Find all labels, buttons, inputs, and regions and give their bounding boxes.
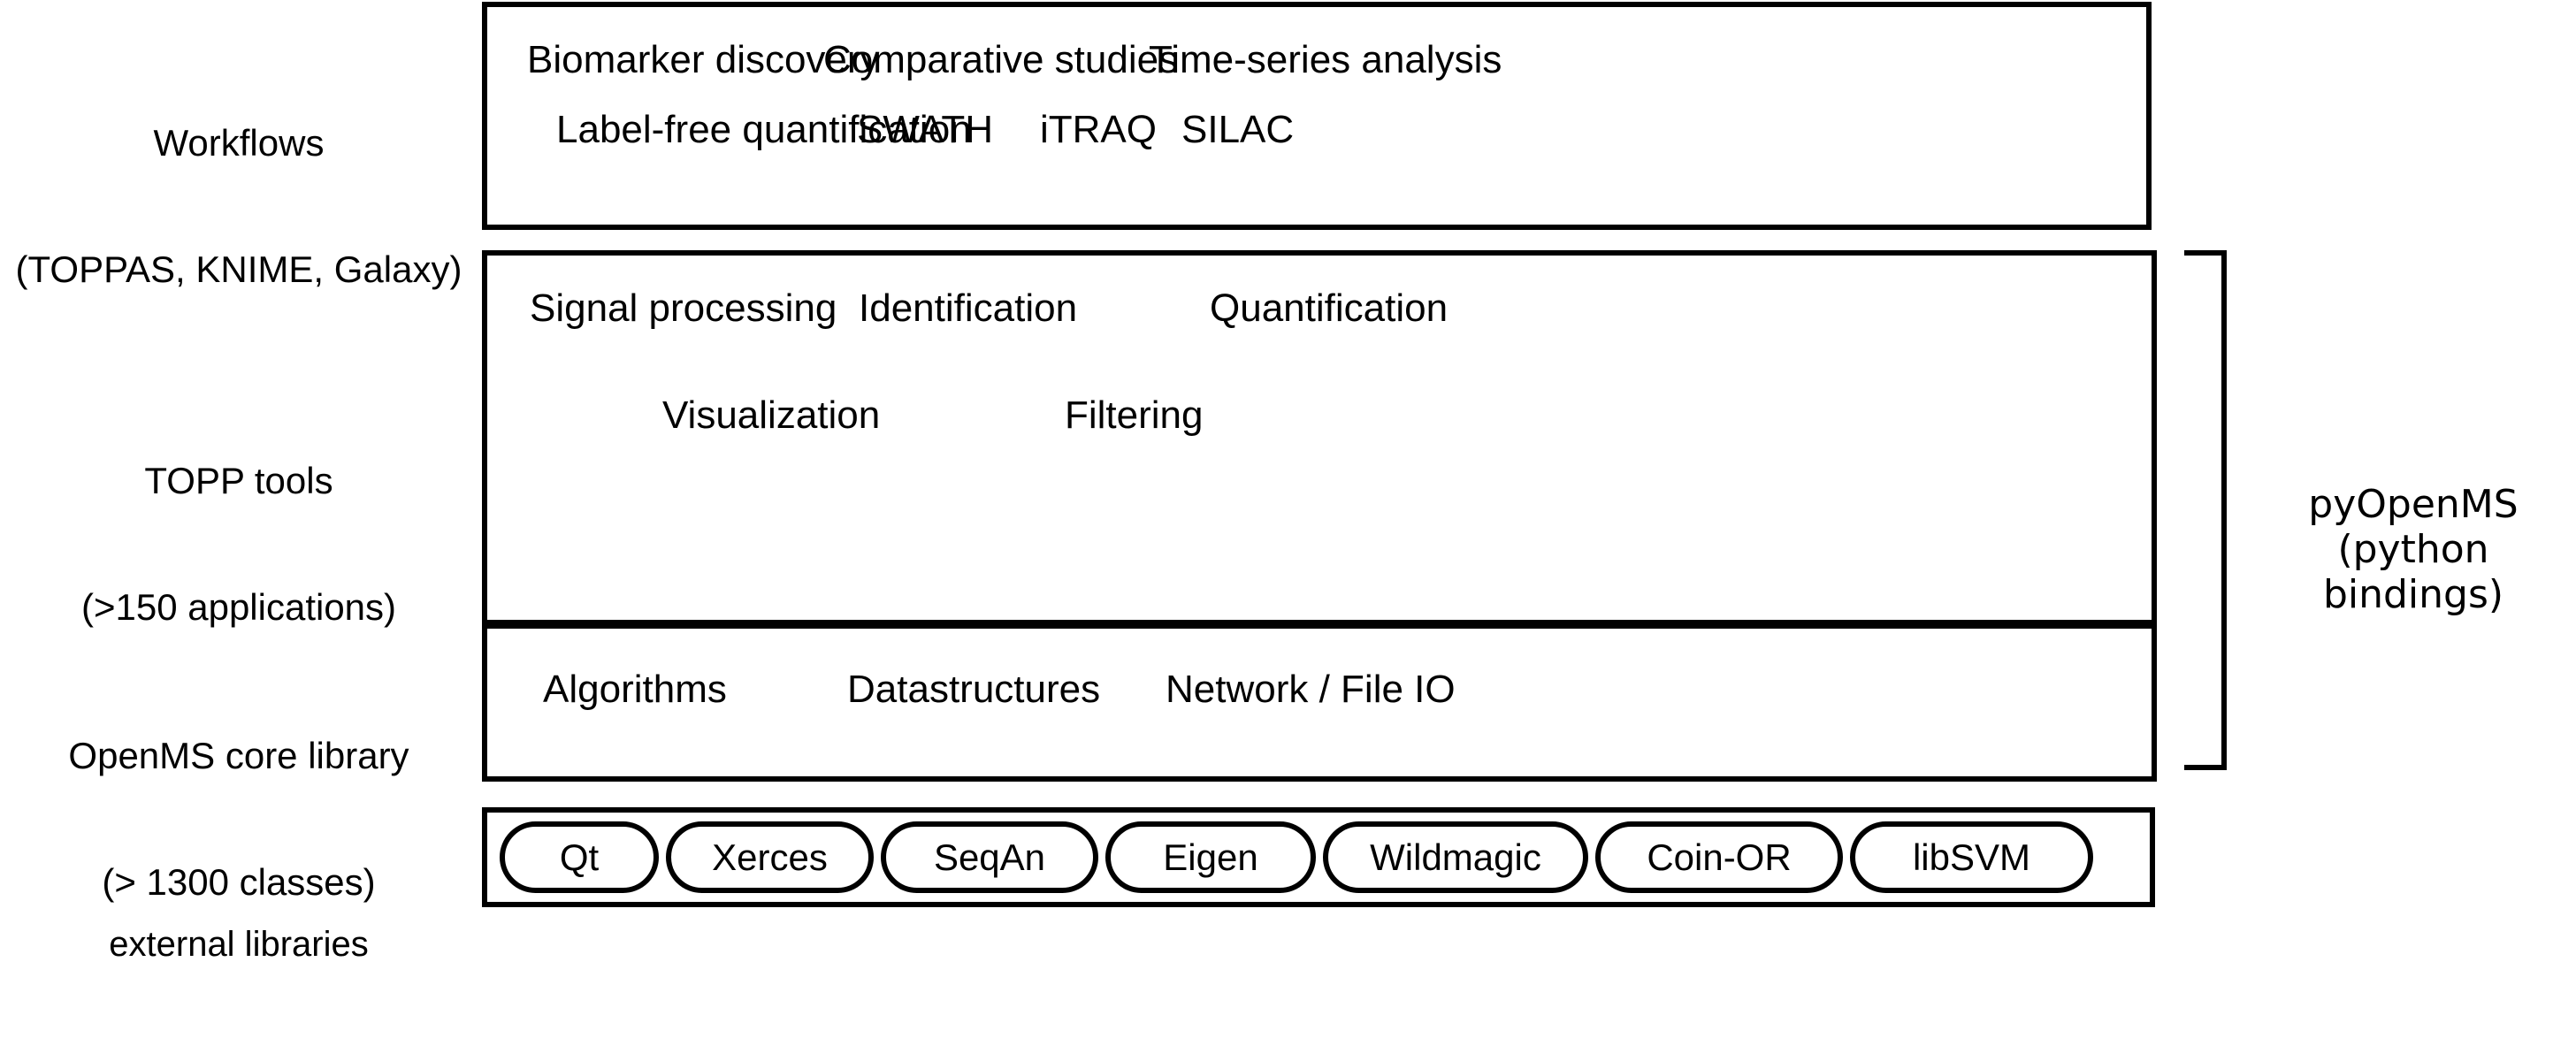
topp-item-signal-processing: Signal processing [530,286,837,330]
external-library-pill-seqan: SeqAn [881,821,1098,893]
core-item-algorithms: Algorithms [543,668,727,711]
row-label-core-library-line1: OpenMS core library [68,734,409,776]
external-library-pill-eigen: Eigen [1105,821,1316,893]
row-label-external-libraries-line1: external libraries [109,925,369,965]
pyopenms-annotation-line1: pyOpenMS [2308,482,2519,527]
row-label-topp-tools: TOPP tools (>150 applications) [0,375,478,714]
core-library-box: Algorithms Datastructures Network / File… [482,623,2157,782]
external-library-pill-coin-or: Coin-OR [1595,821,1843,893]
core-item-network-file-io: Network / File IO [1166,668,1456,711]
topp-item-filtering: Filtering [1065,393,1204,437]
row-label-core-library-line2: (> 1300 classes) [102,861,376,904]
pyopenms-annotation: pyOpenMS (python bindings) [2251,482,2576,617]
workflow-item-silac: SILAC [1181,108,1295,151]
external-libraries-pill-row: Qt Xerces SeqAn Eigen Wildmagic Coin-OR … [500,821,2137,893]
row-label-workflows-line1: Workflows [153,121,325,164]
workflow-item-biomarker-discovery: Biomarker discovery [527,38,880,81]
external-libraries-box: Qt Xerces SeqAn Eigen Wildmagic Coin-OR … [482,807,2155,907]
core-item-datastructures: Datastructures [847,668,1101,711]
topp-item-quantification: Quantification [1210,286,1449,330]
row-label-core-library: OpenMS core library (> 1300 classes) [0,650,478,989]
external-library-pill-xerces: Xerces [666,821,874,893]
workflow-item-label-free-quantification: Label-free quantification [556,108,972,151]
workflow-item-time-series-analysis: Time-series analysis [1149,38,1502,81]
topp-item-visualization: Visualization [662,393,881,437]
row-label-external-libraries: external libraries [0,844,478,1046]
workflow-item-comparative-studies: Comparative studies [823,38,1179,81]
pyopenms-bracket [2184,250,2227,770]
row-label-workflows-line2: (TOPPAS, KNIME, Galaxy) [15,248,462,291]
external-library-pill-wildmagic: Wildmagic [1323,821,1588,893]
row-label-workflows: Workflows (TOPPAS, KNIME, Galaxy) [0,37,478,376]
workflows-box: Biomarker discovery Comparative studies … [482,2,2152,230]
row-label-topp-tools-line2: (>150 applications) [80,586,397,629]
diagram-canvas: Workflows (TOPPAS, KNIME, Galaxy) TOPP t… [0,2,2576,964]
workflow-item-itraq: iTRAQ [1040,108,1157,151]
topp-item-identification: Identification [859,286,1078,330]
topp-tools-box: Signal processing Identification Quantif… [482,250,2157,625]
pyopenms-annotation-line2: (python bindings) [2322,527,2504,618]
external-library-pill-libsvm: libSVM [1850,821,2093,893]
row-label-topp-tools-line1: TOPP tools [144,459,333,501]
workflow-item-swath: SWATH [857,108,993,151]
external-library-pill-qt: Qt [500,821,659,893]
